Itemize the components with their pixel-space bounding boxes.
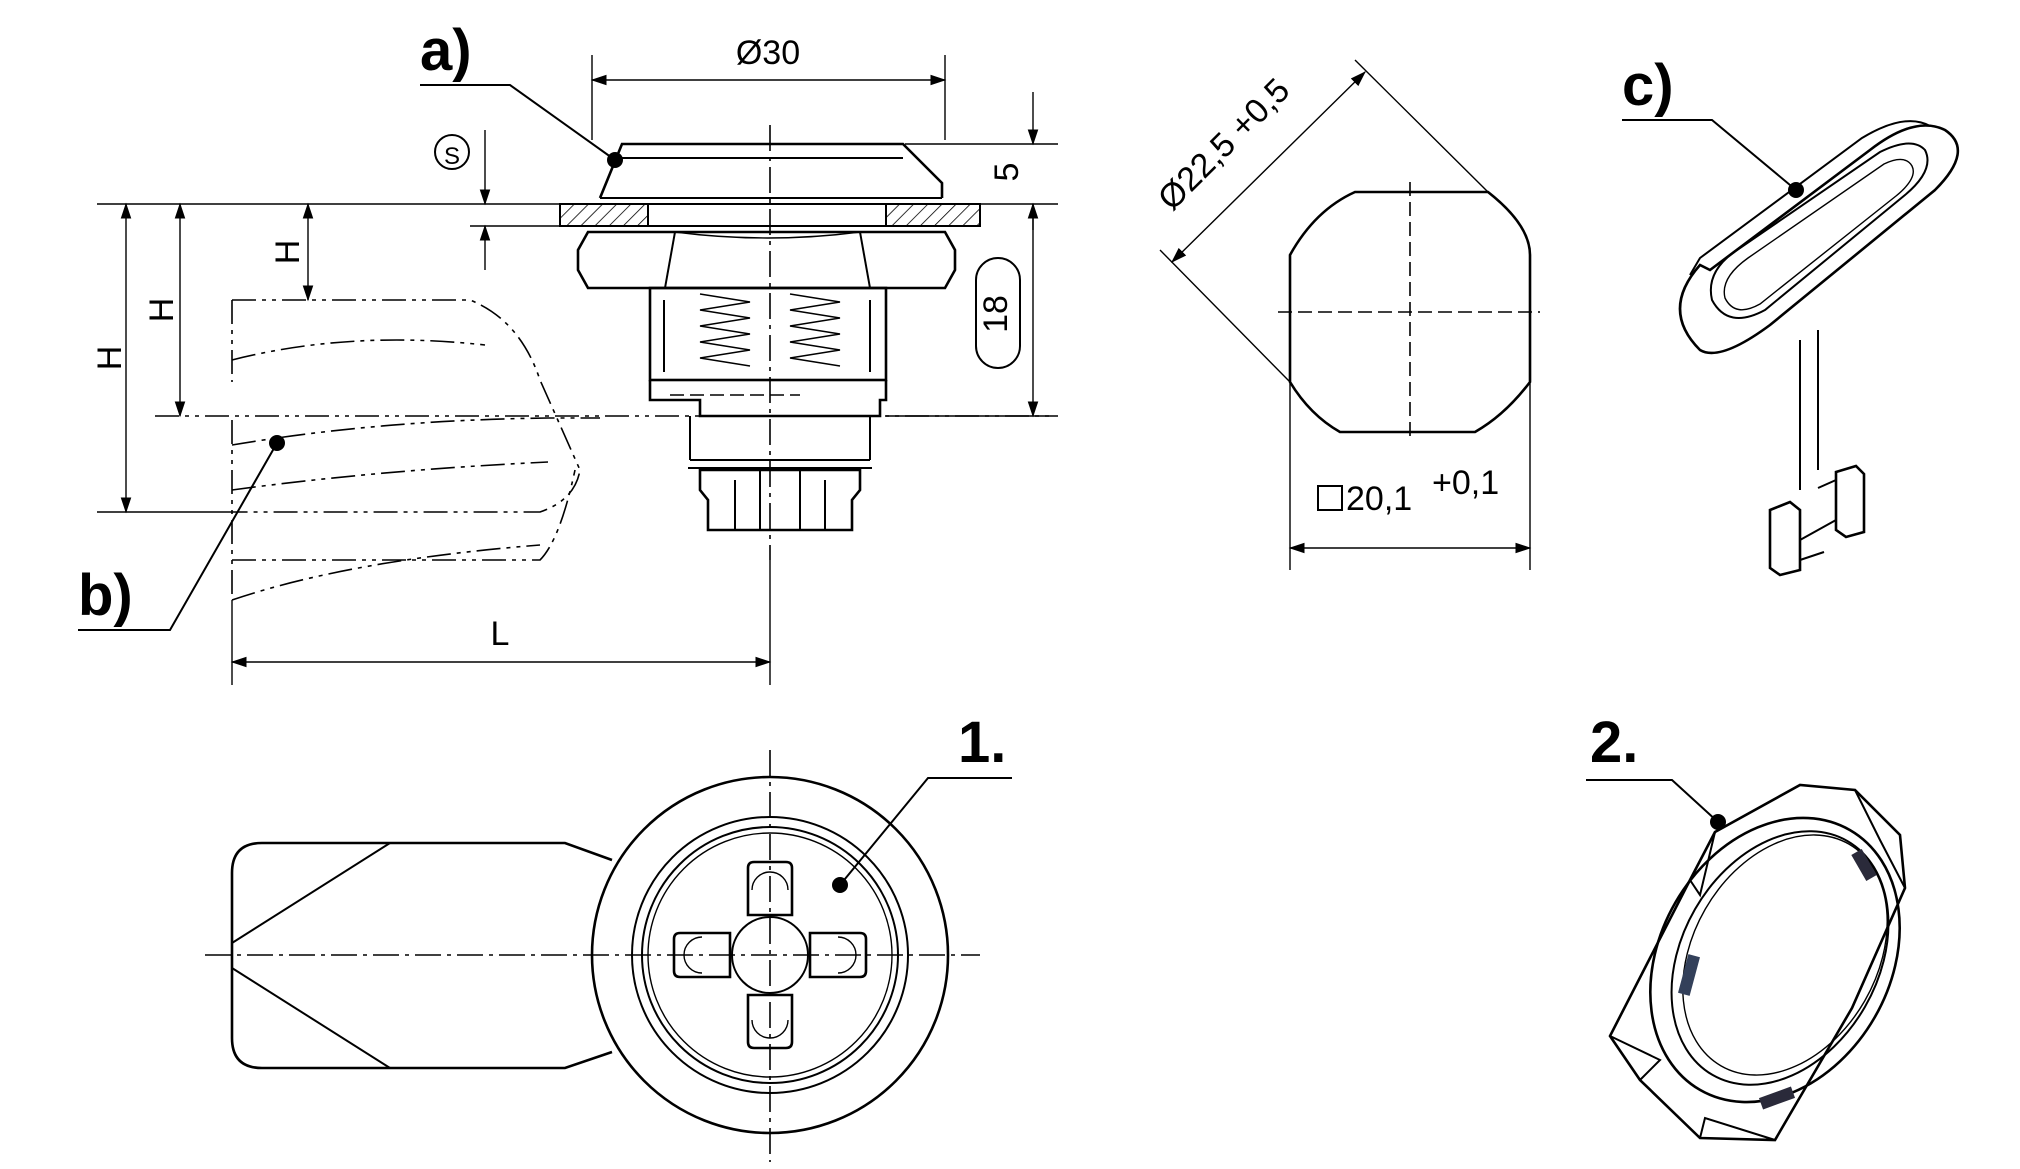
dim-square-tolerance: +0,1 [1432, 464, 1499, 502]
s-symbol: S [444, 143, 460, 170]
dim-H-middle: H [143, 298, 181, 323]
callout-2: 2. [1590, 710, 1638, 775]
dim-square-size: 20,1 [1346, 480, 1412, 518]
nut-view: 2. [1586, 710, 1907, 1142]
dim-L: L [491, 615, 510, 653]
dim-H-outer: H [91, 346, 129, 371]
side-view: Ø30 5 18 S H H H L a) [78, 18, 1058, 685]
dim-height-18: 18 [977, 295, 1015, 333]
panel-cutout-view: 20,1 +0,1 Ø22,5 +0,5 [1151, 59, 1540, 570]
callout-b: b) [78, 563, 133, 628]
s-symbol-circle [434, 134, 470, 170]
dim-18-frame [975, 257, 1021, 369]
dim-cutout-diameter: Ø22,5 +0,5 [1151, 71, 1298, 218]
callout-1: 1. [958, 710, 1006, 775]
callout-a: a) [420, 18, 472, 83]
callout-c: c) [1622, 53, 1674, 118]
front-view: 1. [205, 710, 1012, 1162]
dim-diameter-30: Ø30 [736, 34, 800, 72]
dim-H-inner: H [269, 240, 307, 265]
dim-height-5: 5 [988, 163, 1026, 182]
key-view: c) [1622, 53, 1960, 577]
